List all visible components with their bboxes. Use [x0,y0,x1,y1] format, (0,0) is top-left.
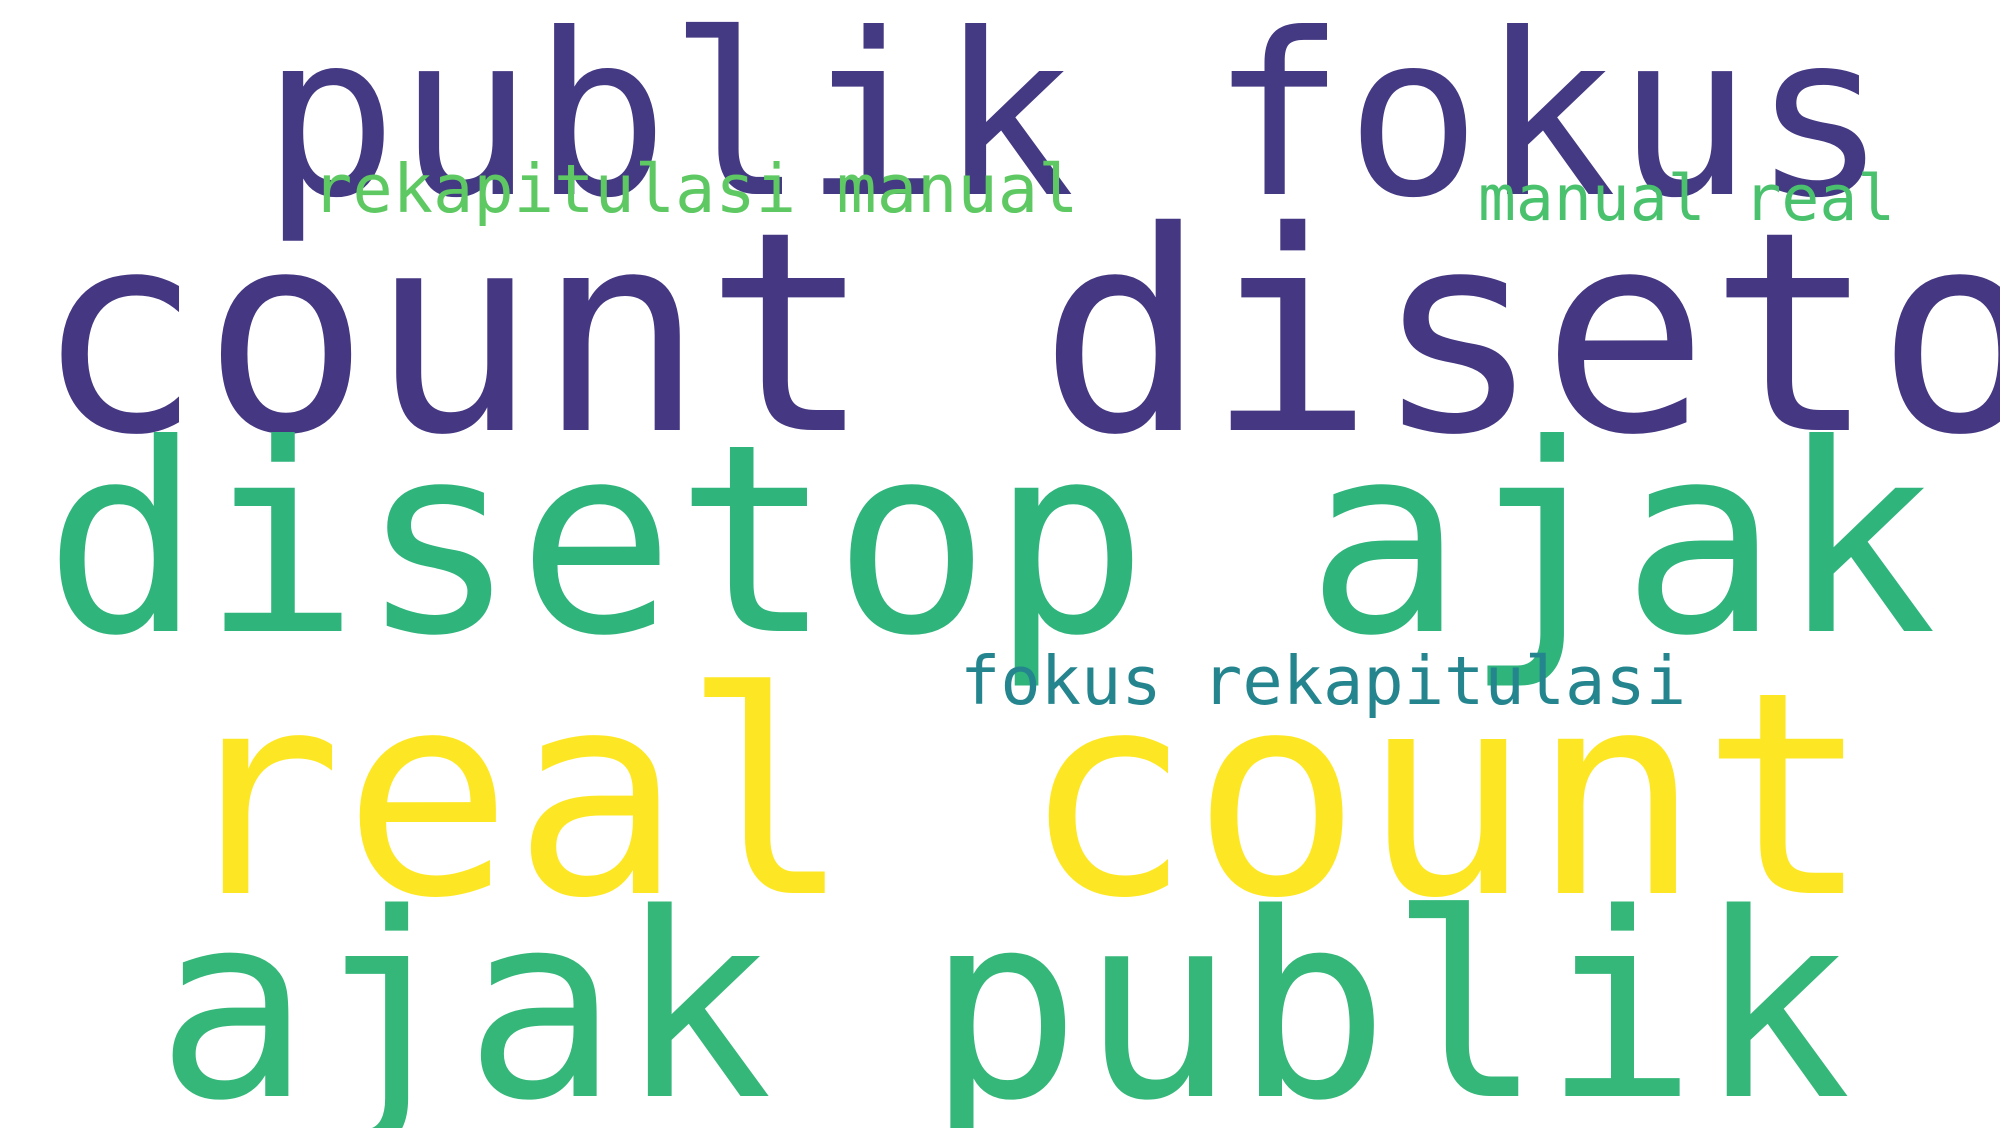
word-disetop-ajak: disetop ajak [44,388,1937,693]
word-rekapitulasi-manual: rekapitulasi manual [312,150,1079,228]
word-ajak-publik: ajak publik [156,859,1852,1128]
word-real-count: real count [173,631,1871,960]
word-manual-real: manual real [1478,162,1896,235]
word-publik-fokus: publik fokus [262,0,1888,248]
word-count-disetop: count disetop [35,172,2000,496]
word-fokus-rekapitulasi: fokus rekapitulasi [960,642,1687,720]
